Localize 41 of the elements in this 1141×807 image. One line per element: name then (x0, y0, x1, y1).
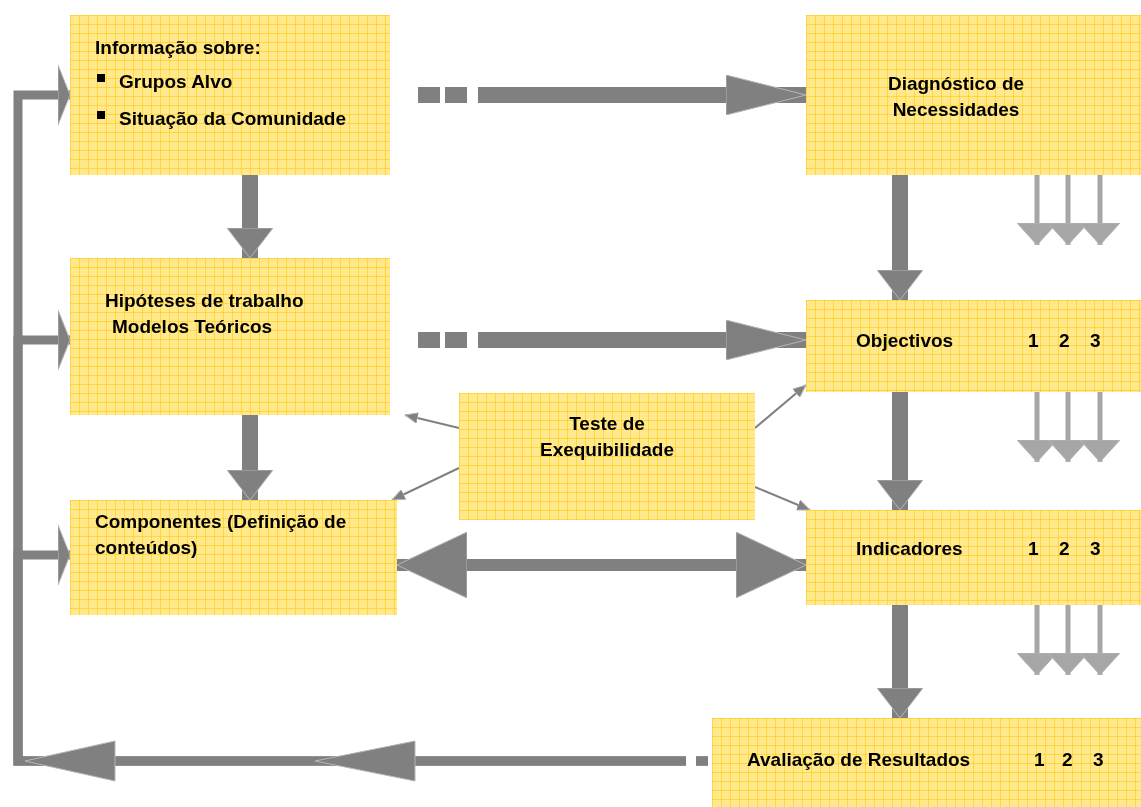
arrow (404, 412, 460, 429)
step-number: 1 (1028, 537, 1040, 561)
box-label: Hipóteses de trabalho (105, 289, 305, 313)
step-number: Modelos Teóricos (112, 315, 274, 339)
box-label: Teste de Exequibilidade (538, 412, 676, 462)
process-box (70, 500, 397, 615)
process-box (70, 258, 390, 415)
block-arrow (876, 392, 924, 511)
block-arrow (396, 531, 807, 599)
arrow (1079, 605, 1121, 676)
step-number: 1 (1034, 748, 1046, 772)
step-number: 1 (1028, 329, 1040, 353)
block-arrow (226, 415, 274, 501)
list-item: Grupos Alvo (97, 69, 399, 95)
arrow (754, 384, 807, 429)
step-number: 2 (1062, 748, 1074, 772)
process-box (70, 15, 390, 175)
process-box (806, 15, 1141, 175)
box-label: Avaliação de Resultados (747, 748, 972, 772)
block-arrow (226, 175, 274, 259)
box-label: Componentes (Definição de conteúdos) (95, 510, 348, 560)
step-number: 3 (1090, 329, 1102, 353)
block-arrow (876, 605, 924, 719)
block-arrow (876, 175, 924, 301)
process-box (459, 393, 755, 520)
box-label: Informação sobre: (95, 36, 262, 60)
step-number: 3 (1090, 537, 1102, 561)
arrow (754, 486, 811, 511)
box-label: Diagnóstico de Necessidades (886, 72, 1026, 122)
arrow (1079, 392, 1121, 463)
box-label: Objectivos (856, 329, 955, 353)
box-label: Indicadores (856, 537, 964, 561)
step-number: 2 (1059, 537, 1071, 561)
step-number: 3 (1093, 748, 1105, 772)
process-box (806, 510, 1141, 605)
arrow (1079, 175, 1121, 246)
process-box (806, 300, 1141, 392)
step-number: 2 (1059, 329, 1071, 353)
list-item: Situação da Comunidade (97, 106, 404, 132)
process-box (712, 718, 1141, 807)
arrow (391, 467, 460, 501)
